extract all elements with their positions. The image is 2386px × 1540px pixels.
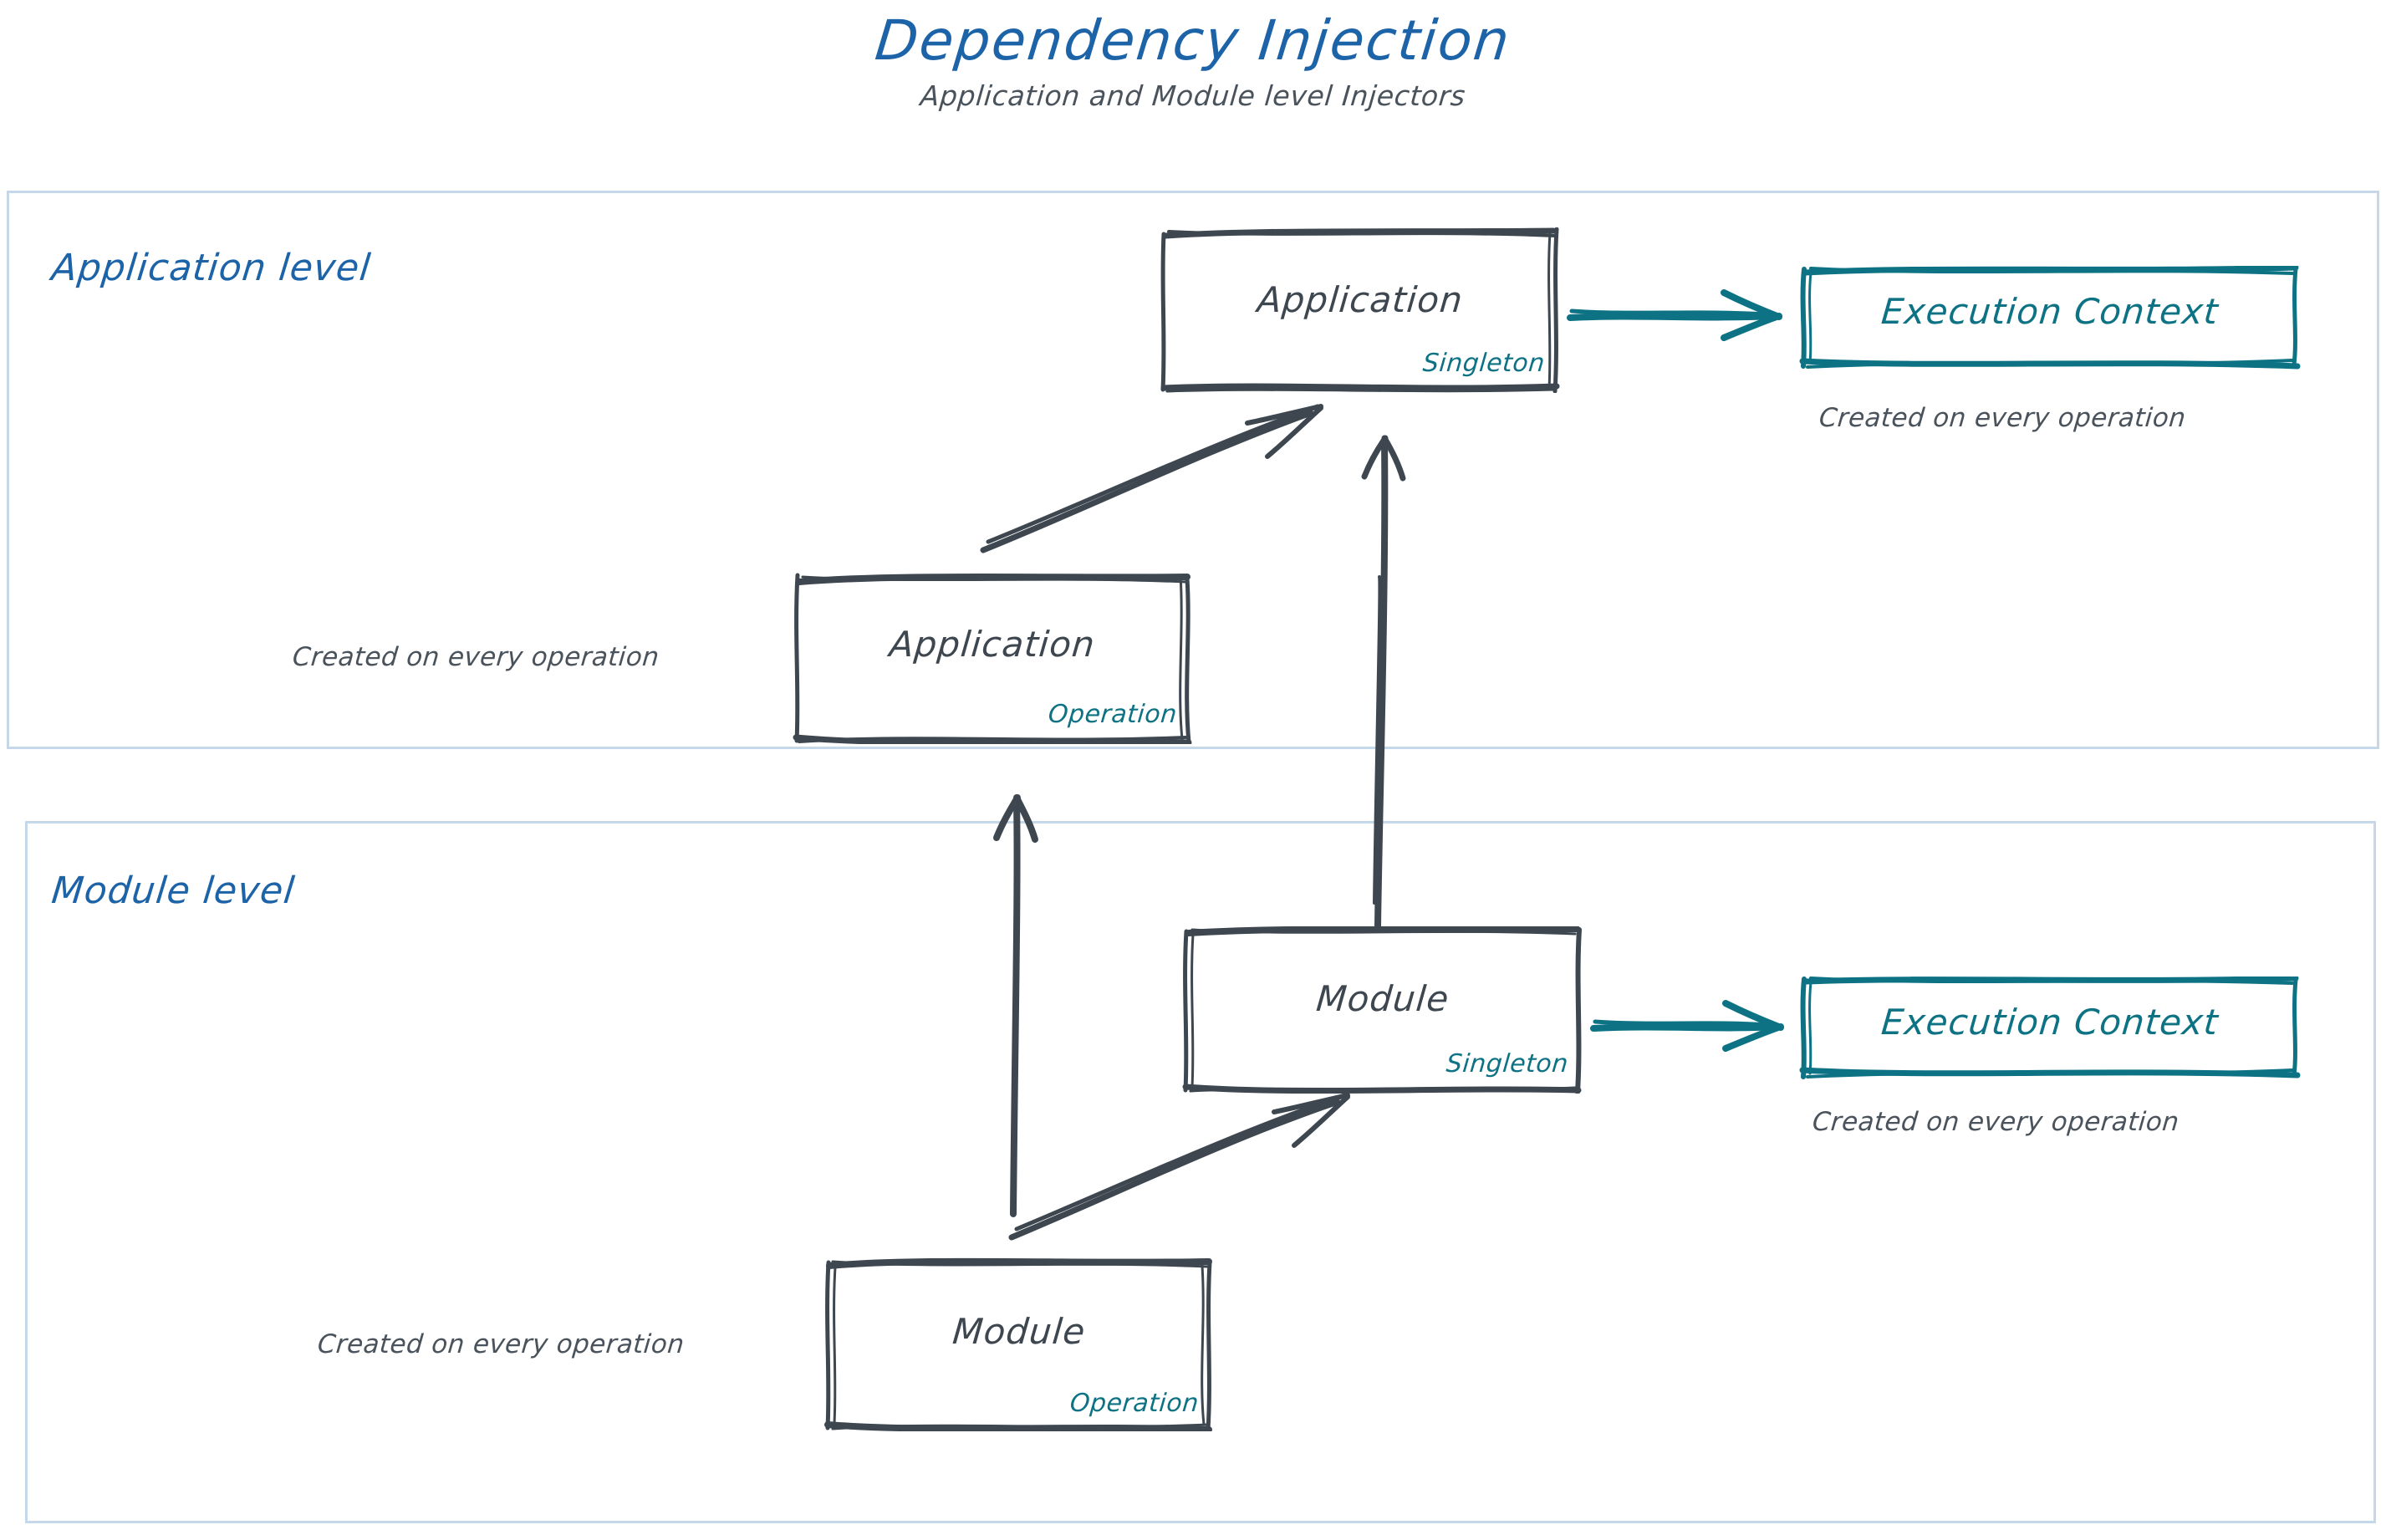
node-module-operation[interactable]: Module Operation [824,1257,1214,1431]
node-title: Module [951,1311,1088,1352]
node-title: Execution Context [1879,291,2220,332]
page-title: Dependency Injection [872,8,1514,73]
node-application-operation[interactable]: Application Operation [793,572,1192,744]
caption-application-operation: Created on every operation [291,642,660,672]
node-execution-context-application[interactable]: Execution Context [1799,266,2301,370]
node-execution-context-module[interactable]: Execution Context [1799,977,2301,1080]
diagram-header: Dependency Injection Application and Mod… [0,8,2386,113]
section-label-module-level: Module level [49,869,298,912]
node-title: Execution Context [1879,1002,2220,1043]
node-application-singleton[interactable]: Application Singleton [1160,227,1560,393]
node-scope-badge: Operation [1068,1389,1201,1418]
caption-execution-context-application: Created on every operation [1818,403,2187,433]
caption-module-operation: Created on every operation [316,1329,686,1359]
node-title: Application [888,624,1097,665]
caption-execution-context-module: Created on every operation [1811,1107,2180,1137]
node-scope-badge: Singleton [1445,1049,1570,1079]
section-label-application-level: Application level [49,247,374,289]
node-scope-badge: Operation [1047,700,1179,729]
page-subtitle: Application and Module level Injectors [919,79,1467,113]
node-scope-badge: Singleton [1421,349,1547,378]
node-title: Application [1256,279,1465,320]
node-module-singleton[interactable]: Module Singleton [1182,926,1583,1094]
node-title: Module [1314,978,1451,1019]
